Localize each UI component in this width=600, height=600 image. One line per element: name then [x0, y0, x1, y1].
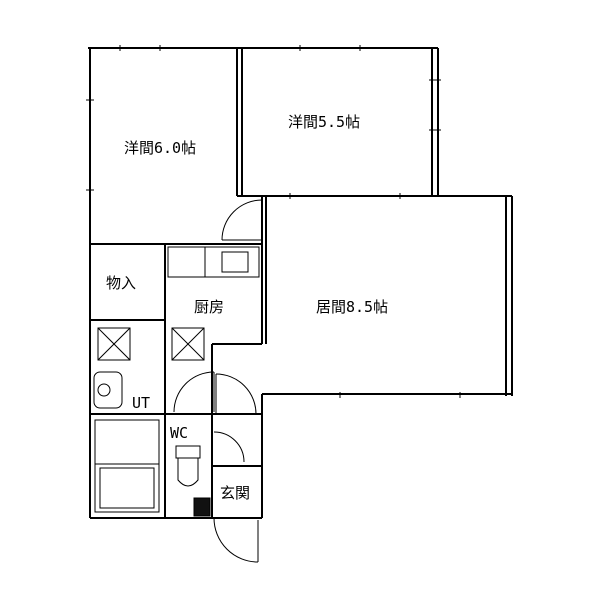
- room-label-western-6: 洋間6.0帖: [124, 139, 196, 157]
- window-marks: [86, 45, 461, 398]
- fixtures: [93, 246, 260, 517]
- room-label-storage: 物入: [106, 274, 136, 292]
- room-label-living: 居間8.5帖: [316, 298, 388, 316]
- kitchen-counter: [167, 246, 260, 278]
- sink-icon: [221, 251, 249, 273]
- room-label-kitchen: 厨房: [194, 298, 224, 316]
- washbasin-icon: [93, 371, 123, 409]
- washer-icon: [97, 327, 131, 361]
- room-label-utility: UT: [132, 394, 150, 412]
- doors: [173, 199, 263, 563]
- room-label-toilet: WC: [170, 424, 188, 442]
- room-label-entrance: 玄関: [220, 484, 250, 502]
- room-labels: 洋間6.0帖 洋間5.5帖 居間8.5帖 厨房 物入 UT WC 玄関: [106, 113, 388, 502]
- bathtub-icon: [94, 419, 160, 513]
- toilet-icon: [175, 445, 201, 487]
- shoe-box: [193, 497, 211, 517]
- kitchen-cabinet-icon: [171, 327, 205, 361]
- room-label-western-5-5: 洋間5.5帖: [288, 113, 360, 131]
